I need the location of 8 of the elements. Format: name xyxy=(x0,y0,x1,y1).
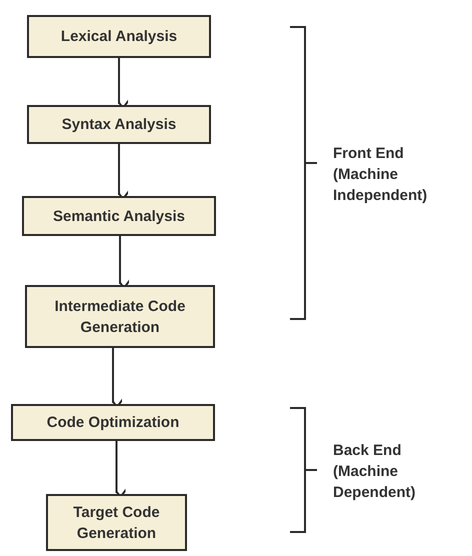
process-box: Intermediate Code Generation xyxy=(25,285,215,348)
bracket-label: Back End (Machine Dependent) xyxy=(333,441,416,503)
process-box: Target Code Generation xyxy=(46,494,187,551)
process-box: Syntax Analysis xyxy=(27,105,211,144)
process-box: Lexical Analysis xyxy=(27,15,211,58)
process-box: Code Optimization xyxy=(11,404,215,441)
bracket-label: Front End (Machine Independent) xyxy=(333,144,428,206)
process-box: Semantic Analysis xyxy=(22,196,216,236)
